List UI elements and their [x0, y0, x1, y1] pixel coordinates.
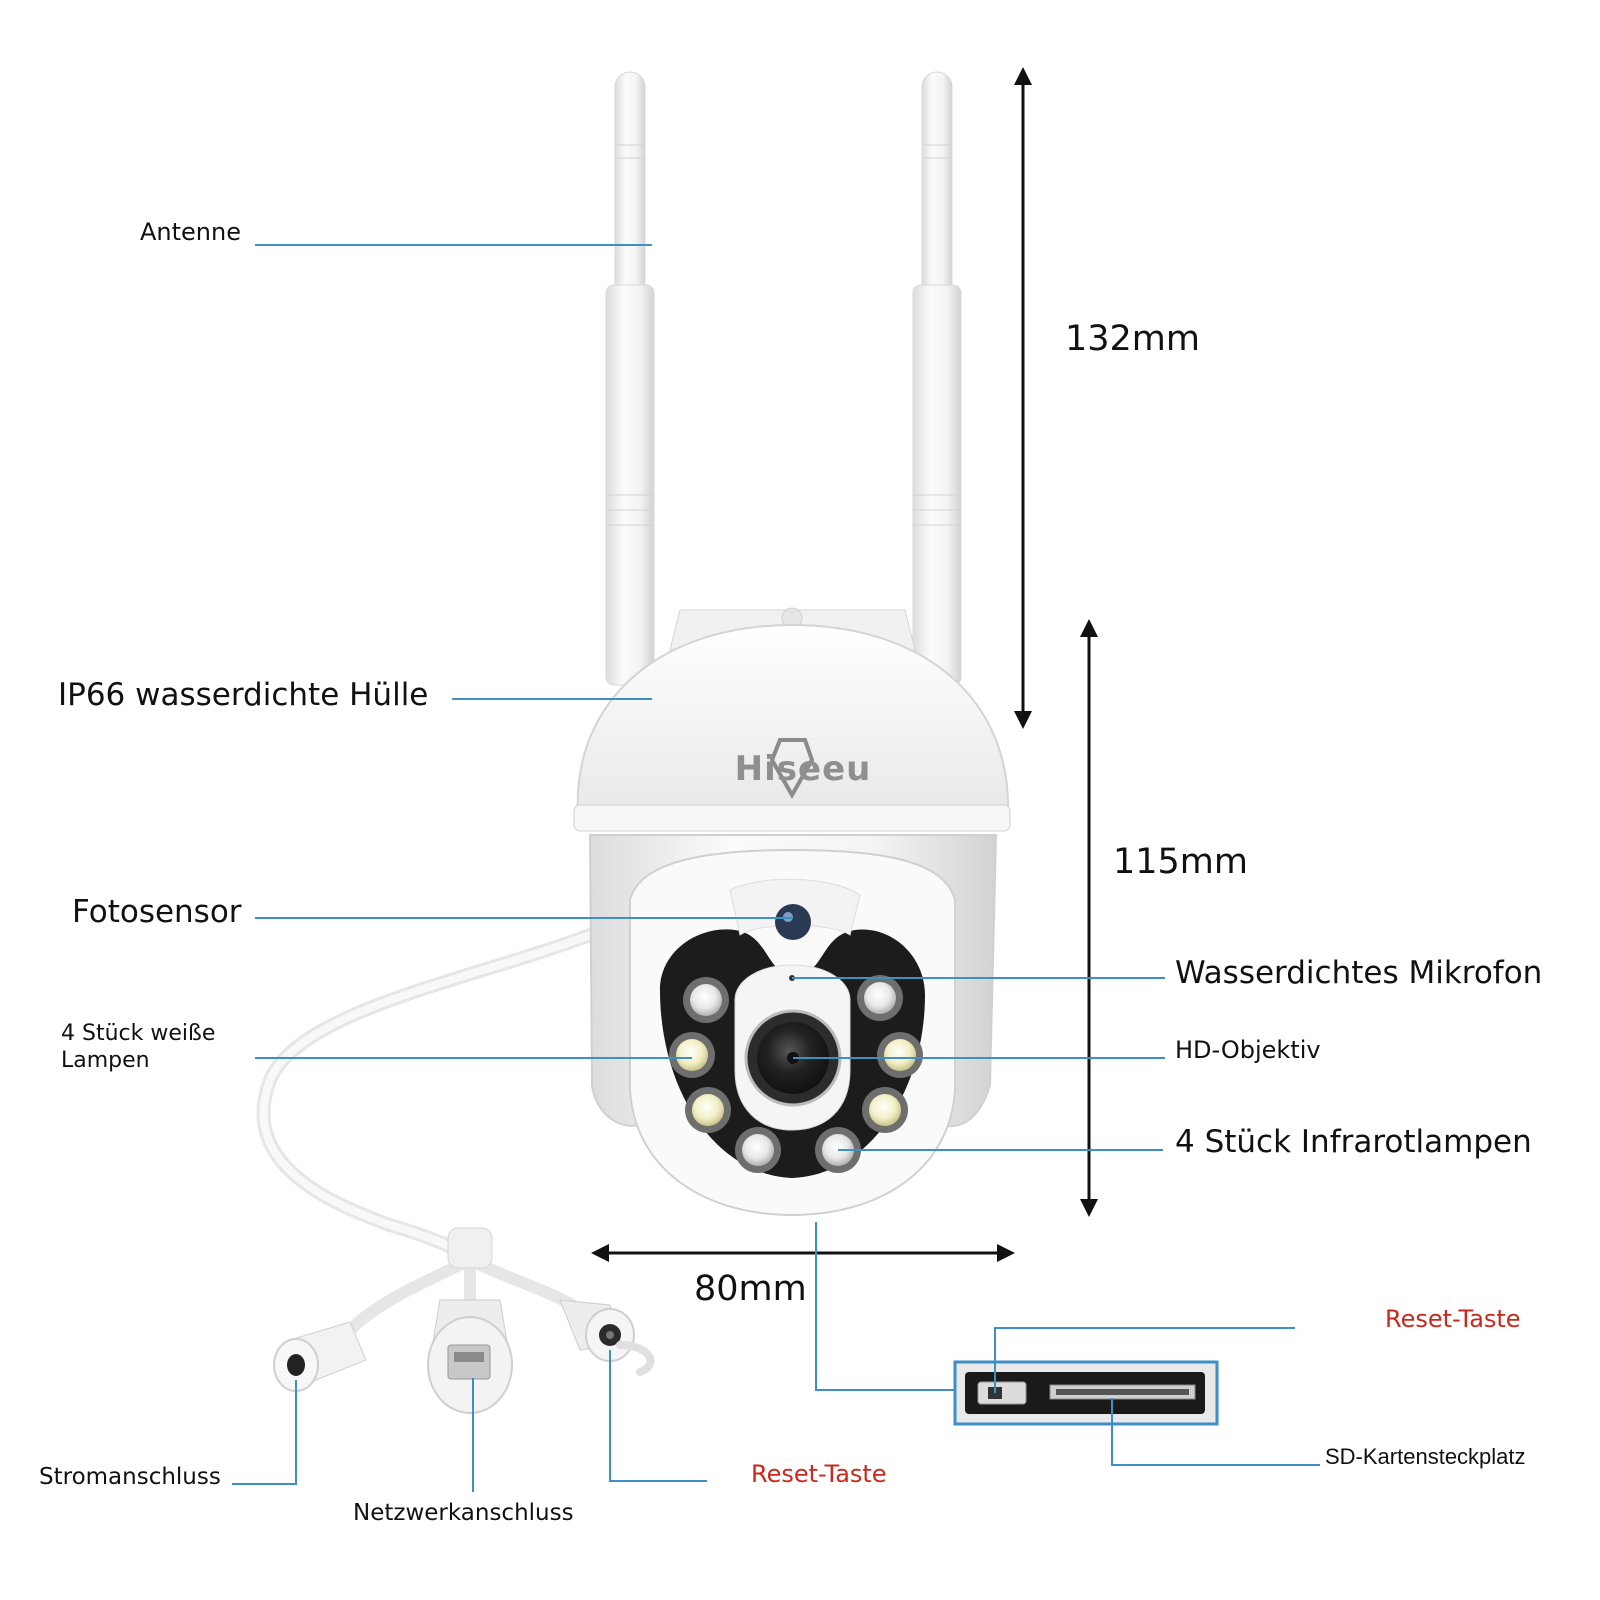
- label-white-lamps-line2: Lampen: [61, 1048, 150, 1073]
- label-power-port: Stromanschluss: [39, 1464, 221, 1490]
- power-connector: [273, 1321, 367, 1392]
- leader-inset: [815, 1222, 955, 1391]
- label-ir-lamps: 4 Stück Infrarotlampen: [1175, 1124, 1532, 1160]
- photosensor-icon: [775, 904, 811, 940]
- dimension-label-width: 80mm: [694, 1269, 807, 1309]
- leader-sd-slot: [1111, 1398, 1320, 1466]
- label-photosensor: Fotosensor: [72, 894, 242, 930]
- ir-lamp: [683, 977, 729, 1023]
- leader-reset-bottom: [609, 1350, 707, 1482]
- white-lamp: [685, 1087, 731, 1133]
- ir-lamp: [857, 975, 903, 1021]
- antenna-left: [605, 71, 655, 686]
- label-lens: HD-Objektiv: [1175, 1036, 1321, 1064]
- leader-power-port: [232, 1380, 297, 1485]
- label-microphone: Wasserdichtes Mikrofon: [1175, 955, 1542, 991]
- ir-lamp: [735, 1127, 781, 1173]
- sd-slot-inset: [953, 1360, 1219, 1426]
- white-lamp: [877, 1032, 923, 1078]
- leader-reset-right: [994, 1327, 1295, 1393]
- brand-logo: Hiseeu: [735, 738, 872, 800]
- label-white-lamps-line1: 4 Stück weiße: [61, 1021, 215, 1046]
- label-sd-slot: SD-Kartensteckplatz: [1325, 1444, 1526, 1469]
- label-housing: IP66 wasserdichte Hülle: [58, 677, 428, 713]
- white-lamp: [669, 1032, 715, 1078]
- label-network-port: Netzwerkanschluss: [353, 1500, 574, 1526]
- brand-logo-text: Hiseeu: [735, 749, 872, 789]
- antenna-right: [912, 71, 962, 686]
- dimension-label-total-height: 132mm: [1065, 319, 1200, 359]
- white-lamp: [862, 1087, 908, 1133]
- lamp-ring: [669, 975, 923, 1173]
- label-reset-right: Reset-Taste: [1385, 1305, 1521, 1333]
- network-connector: [427, 1299, 513, 1414]
- cable: [256, 928, 597, 1336]
- reset-connector: [559, 1299, 655, 1376]
- label-reset-bottom: Reset-Taste: [751, 1460, 887, 1488]
- dimension-label-body-height: 115mm: [1113, 842, 1248, 882]
- label-antenna: Antenne: [140, 218, 241, 246]
